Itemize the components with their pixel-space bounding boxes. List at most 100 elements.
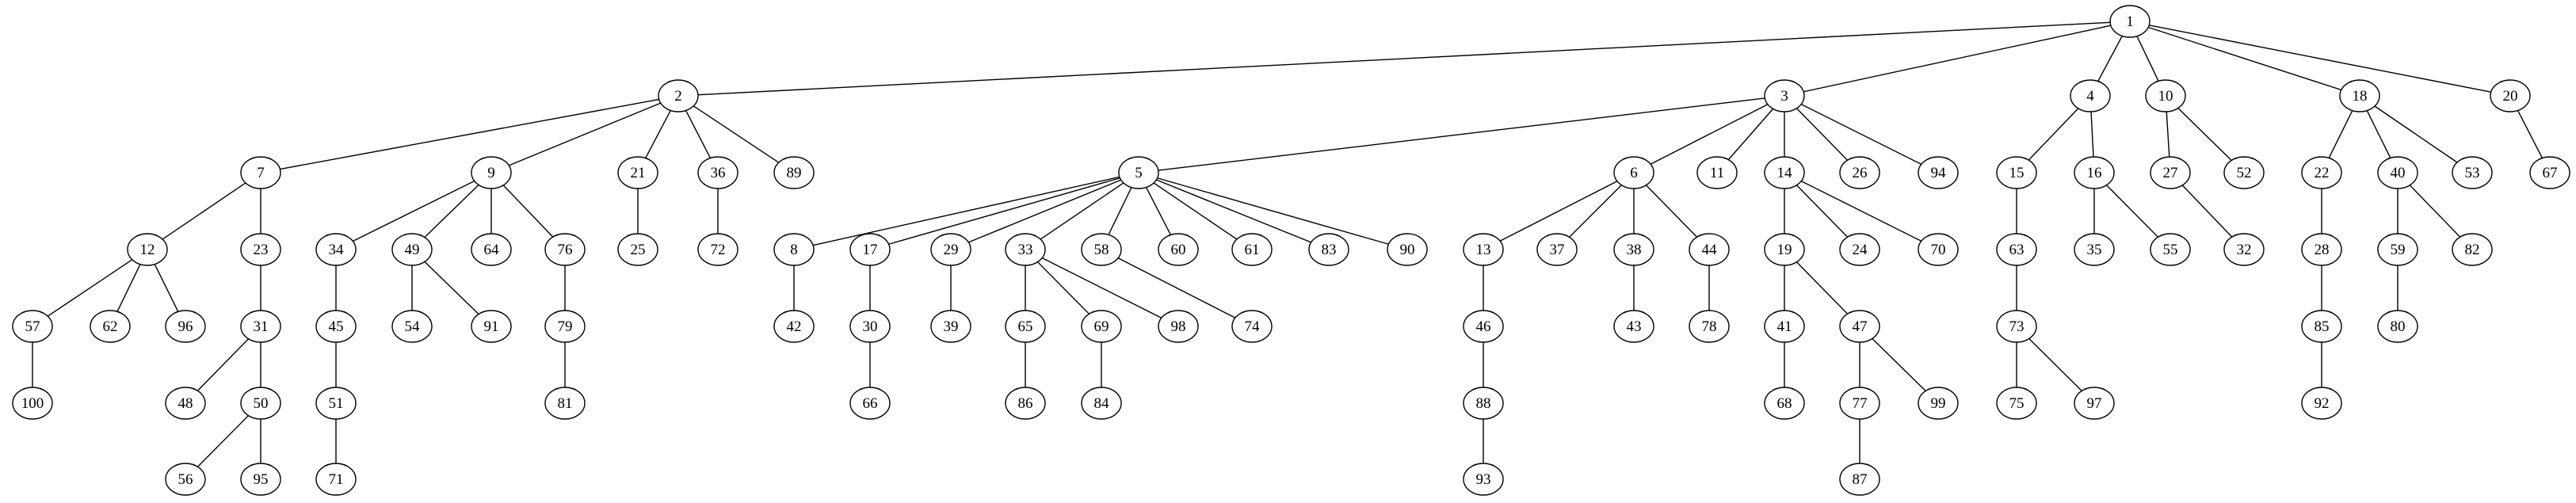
tree-node-68: 68 bbox=[1764, 387, 1805, 420]
tree-node-11: 11 bbox=[1696, 156, 1738, 189]
tree-node-33: 33 bbox=[1005, 233, 1046, 266]
node-label: 18 bbox=[2353, 88, 2368, 105]
node-label: 14 bbox=[1777, 165, 1793, 181]
edge-12-57 bbox=[47, 259, 133, 317]
node-ellipse bbox=[1387, 233, 1428, 266]
tree-node-25: 25 bbox=[617, 233, 658, 266]
edge-14-24 bbox=[1796, 185, 1849, 238]
node-label: 38 bbox=[1627, 242, 1642, 258]
node-ellipse bbox=[2145, 79, 2186, 112]
tree-node-63: 63 bbox=[1996, 233, 2037, 266]
node-ellipse bbox=[1689, 310, 1730, 343]
tree-node-35: 35 bbox=[2074, 233, 2115, 266]
tree-node-12: 12 bbox=[127, 233, 168, 266]
tree-node-43: 43 bbox=[1613, 310, 1654, 343]
tree-node-57: 57 bbox=[12, 310, 53, 343]
edge-1-10 bbox=[2136, 36, 2159, 82]
tree-node-88: 88 bbox=[1463, 387, 1504, 420]
node-ellipse bbox=[2074, 233, 2115, 266]
tree-node-14: 14 bbox=[1764, 156, 1805, 189]
tree-node-7: 7 bbox=[240, 156, 281, 189]
tree-node-62: 62 bbox=[90, 310, 131, 343]
node-ellipse bbox=[2109, 5, 2150, 38]
tree-node-61: 61 bbox=[1231, 233, 1273, 266]
node-label: 51 bbox=[329, 395, 344, 412]
node-label: 25 bbox=[631, 242, 646, 258]
node-ellipse bbox=[1689, 233, 1730, 266]
node-ellipse bbox=[240, 310, 281, 343]
edge-5-83 bbox=[1156, 179, 1311, 243]
node-label: 85 bbox=[2315, 318, 2330, 335]
node-label: 26 bbox=[1853, 165, 1868, 181]
tree-node-100: 100 bbox=[12, 387, 53, 420]
tree-node-24: 24 bbox=[1839, 233, 1880, 266]
node-label: 10 bbox=[2158, 88, 2173, 105]
node-ellipse bbox=[1839, 233, 1880, 266]
node-ellipse bbox=[697, 233, 738, 266]
tree-node-94: 94 bbox=[1918, 156, 1959, 189]
node-ellipse bbox=[2070, 79, 2111, 112]
edge-58-74 bbox=[1117, 257, 1236, 318]
node-ellipse bbox=[1118, 156, 1159, 189]
edge-1-18 bbox=[2147, 26, 2342, 91]
node-label: 100 bbox=[21, 395, 44, 412]
node-ellipse bbox=[1764, 387, 1805, 420]
edge-49-91 bbox=[424, 261, 479, 315]
node-label: 71 bbox=[329, 471, 344, 488]
tree-node-97: 97 bbox=[2074, 387, 2115, 420]
tree-node-80: 80 bbox=[2377, 310, 2418, 343]
node-label: 68 bbox=[1777, 395, 1792, 412]
tree-node-52: 52 bbox=[2223, 156, 2265, 189]
node-label: 76 bbox=[558, 242, 573, 258]
edge-18-40 bbox=[2366, 110, 2391, 158]
node-label: 80 bbox=[2391, 318, 2406, 335]
node-ellipse bbox=[90, 310, 131, 343]
node-label: 96 bbox=[178, 318, 193, 335]
node-label: 46 bbox=[1476, 318, 1491, 335]
node-label: 50 bbox=[254, 395, 269, 412]
node-ellipse bbox=[930, 233, 971, 266]
node-label: 33 bbox=[1018, 242, 1033, 258]
tree-node-18: 18 bbox=[2339, 79, 2380, 112]
tree-node-31: 31 bbox=[240, 310, 281, 343]
node-ellipse bbox=[2223, 233, 2265, 266]
edge-9-76 bbox=[502, 185, 554, 238]
node-label: 35 bbox=[2087, 242, 2102, 258]
node-ellipse bbox=[1839, 310, 1880, 343]
tree-node-85: 85 bbox=[2301, 310, 2342, 343]
tree-node-70: 70 bbox=[1918, 233, 1959, 266]
tree-node-46: 46 bbox=[1463, 310, 1504, 343]
node-label: 36 bbox=[711, 165, 726, 181]
node-label: 8 bbox=[790, 242, 798, 258]
node-ellipse bbox=[773, 156, 815, 189]
node-label: 63 bbox=[2009, 242, 2025, 258]
node-ellipse bbox=[2377, 156, 2418, 189]
tree-node-84: 84 bbox=[1081, 387, 1122, 420]
tree-node-13: 13 bbox=[1463, 233, 1504, 266]
node-label: 37 bbox=[1550, 242, 1565, 258]
node-label: 29 bbox=[944, 242, 959, 258]
node-ellipse bbox=[849, 310, 891, 343]
edge-14-70 bbox=[1800, 180, 1922, 242]
node-label: 30 bbox=[863, 318, 878, 335]
node-ellipse bbox=[930, 310, 971, 343]
node-ellipse bbox=[165, 463, 206, 496]
node-ellipse bbox=[12, 310, 53, 343]
node-ellipse bbox=[544, 310, 586, 343]
tree-node-78: 78 bbox=[1689, 310, 1730, 343]
edge-6-44 bbox=[1645, 185, 1698, 238]
node-ellipse bbox=[1231, 310, 1273, 343]
node-ellipse bbox=[165, 310, 206, 343]
node-ellipse bbox=[391, 233, 433, 266]
tree-node-41: 41 bbox=[1764, 310, 1805, 343]
tree-node-90: 90 bbox=[1387, 233, 1428, 266]
node-ellipse bbox=[240, 156, 281, 189]
edge-9-49 bbox=[424, 184, 479, 238]
tree-node-59: 59 bbox=[2377, 233, 2418, 266]
node-label: 65 bbox=[1018, 318, 1033, 335]
edge-12-62 bbox=[116, 264, 141, 312]
node-ellipse bbox=[1613, 233, 1654, 266]
node-label: 67 bbox=[2543, 165, 2558, 181]
node-label: 44 bbox=[1702, 242, 1718, 258]
